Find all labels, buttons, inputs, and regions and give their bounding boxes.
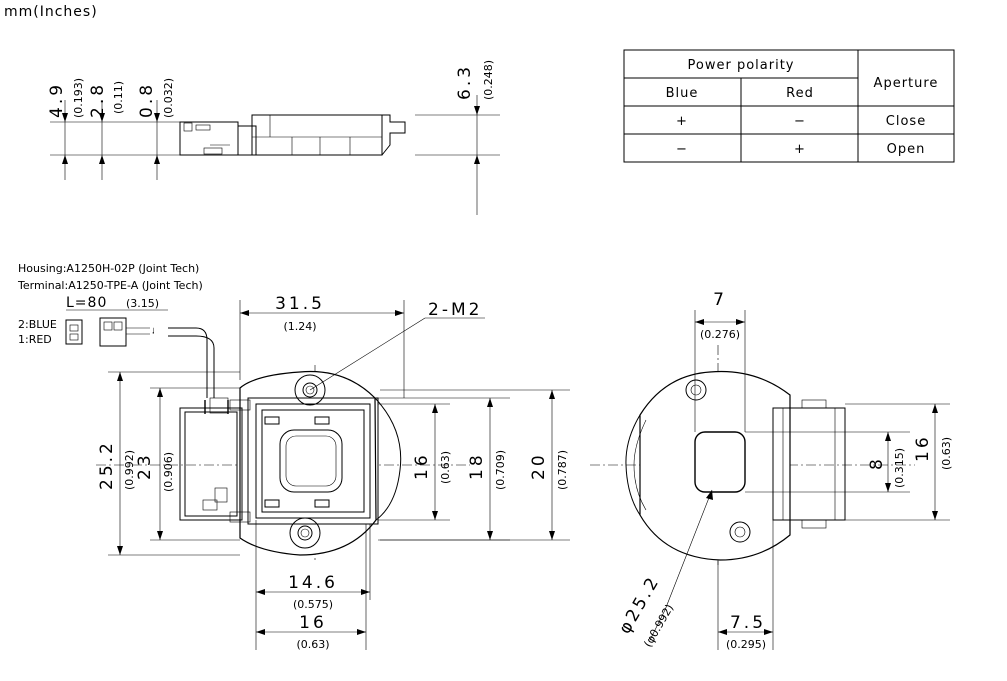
dim-25-2: 25.2 <box>97 440 117 490</box>
dim-6-3-inch: (0.248) <box>482 60 495 100</box>
dim-7-inch: (0.276) <box>700 328 740 341</box>
front-view: 31.5 (1.24) 2-M2 25.2 (0.992) 23 (0.906) <box>96 294 570 651</box>
terminal-label: Terminal:A1250-TPE-A (Joint Tech) <box>17 279 203 292</box>
dim-7: 7 <box>713 290 727 310</box>
table-header-power-polarity: Power polarity <box>688 58 795 73</box>
dim-6-3: 6.3 <box>455 64 475 100</box>
side-view: 4.9 (0.193) 2.8 (0.11) 0.8 (0.032) 6.3 (… <box>47 60 500 215</box>
dim-16-right-inch: (0.63) <box>439 451 452 484</box>
dim-23-inch: (0.906) <box>162 452 175 492</box>
dim-14-6: 14.6 <box>288 573 338 593</box>
dim-18: 18 <box>467 452 487 480</box>
dim-2-8-inch: (0.11) <box>112 81 125 114</box>
lead-length-inch: (3.15) <box>126 297 159 310</box>
dim-4-9: 4.9 <box>47 82 67 118</box>
table-header-blue: Blue <box>666 86 699 101</box>
rear-view: 7 (0.276) 8 (0.315) 16 (0.63) φ25.2 (φ0.… <box>590 290 953 651</box>
connector-plug-icon <box>99 317 127 347</box>
dim-16-bottom-inch: (0.63) <box>296 638 329 651</box>
dim-31-5-inch: (1.24) <box>283 320 316 333</box>
svg-text:ᛍ: ᛍ <box>150 326 157 339</box>
dim-8-inch: (0.315) <box>893 448 906 488</box>
table-cell-r2-red: + <box>794 142 806 157</box>
dim-23: 23 <box>135 452 155 480</box>
table-header-aperture: Aperture <box>874 76 939 91</box>
dim-16-right: 16 <box>412 452 432 480</box>
housing-label: Housing:A1250H-02P (Joint Tech) <box>18 262 199 275</box>
dim-14-6-inch: (0.575) <box>293 598 333 611</box>
table-cell-r1-blue: + <box>676 114 688 129</box>
dim-0-8: 0.8 <box>137 82 157 118</box>
lead-length: L=80 <box>66 295 107 311</box>
pin1-label: 1:RED <box>18 333 52 346</box>
holes-label: 2-M2 <box>428 300 482 320</box>
connector-info: Housing:A1250H-02P (Joint Tech) Terminal… <box>17 262 215 398</box>
dim-2-8: 2.8 <box>88 82 108 118</box>
dim-16-rear: 16 <box>913 434 933 462</box>
dim-16-bottom: 16 <box>299 613 327 633</box>
dim-25-2-inch: (0.992) <box>123 450 136 490</box>
table-cell-r2-aperture: Open <box>887 142 926 157</box>
dim-8: 8 <box>867 456 887 470</box>
table-cell-r2-blue: − <box>676 142 688 157</box>
dim-0-8-inch: (0.032) <box>162 78 175 118</box>
dim-7-5: 7.5 <box>730 613 766 633</box>
table-cell-r1-aperture: Close <box>886 114 926 129</box>
dim-16-rear-inch: (0.63) <box>940 437 953 470</box>
table-cell-r1-red: − <box>794 114 806 129</box>
dim-31-5: 31.5 <box>275 294 325 314</box>
dim-4-9-inch: (0.193) <box>72 78 85 118</box>
connector-housing-icon <box>65 319 83 345</box>
pin2-label: 2:BLUE <box>18 318 57 331</box>
polarity-table: Power polarity Aperture Blue Red + − Clo… <box>623 49 955 163</box>
dim-20: 20 <box>529 452 549 480</box>
dim-20-inch: (0.787) <box>556 450 569 490</box>
dim-18-inch: (0.709) <box>494 450 507 490</box>
dim-7-5-inch: (0.295) <box>726 638 766 651</box>
units-label: mm(Inches) <box>4 4 98 20</box>
table-header-red: Red <box>786 86 814 101</box>
